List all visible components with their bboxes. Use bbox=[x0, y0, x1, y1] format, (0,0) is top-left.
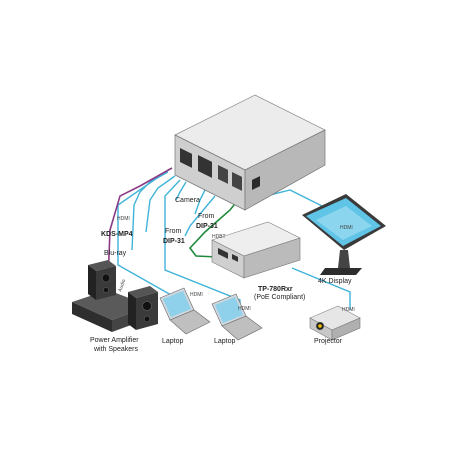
cable-label-hdmi-laptop-2: HDMI bbox=[238, 306, 251, 312]
label-poe-compliant: (PoE Compliant) bbox=[254, 294, 305, 301]
port-block-4 bbox=[232, 172, 242, 191]
laptop-1 bbox=[159, 287, 211, 335]
label-from-2: From bbox=[165, 228, 182, 235]
label-tp-780rxr: TP-780Rxr bbox=[258, 286, 293, 293]
label-projector: Projector bbox=[314, 338, 343, 345]
label-dip-31-2: DIP-31 bbox=[163, 238, 185, 245]
label-blu-ray: Blu-ray bbox=[104, 250, 127, 257]
laptop-2 bbox=[211, 293, 263, 341]
hdbt-cable-group bbox=[188, 199, 241, 259]
port-block-2 bbox=[198, 155, 212, 178]
label-power-amplifier: Power Amplifier bbox=[90, 337, 139, 344]
display-4k bbox=[302, 194, 386, 275]
label-camera: Camera bbox=[175, 197, 200, 204]
label-with-speakers: with Speakers bbox=[93, 346, 138, 353]
label-dip-31-1: DIP-31 bbox=[196, 223, 218, 230]
main-switcher bbox=[174, 94, 326, 211]
label-laptop-2: Laptop bbox=[214, 338, 236, 345]
port-block-3 bbox=[218, 165, 228, 184]
port-block-5 bbox=[252, 176, 260, 190]
label-from-1: From bbox=[198, 213, 215, 220]
port-block-1 bbox=[180, 147, 192, 168]
power-amplifier-speakers bbox=[72, 260, 158, 332]
cable-label-hdbt: HDBT bbox=[212, 234, 226, 240]
tp-780rxr-receiver bbox=[211, 221, 301, 279]
hdmi-cable-dip-2 bbox=[184, 195, 216, 237]
cable-label-hdmi-display: HDMI bbox=[340, 225, 353, 231]
cable-label-hdmi-kds: HDMI bbox=[117, 216, 130, 222]
label-kds-mp4: KDS-MP4 bbox=[101, 231, 133, 238]
hdmi-cable-blu-ray bbox=[145, 175, 176, 233]
cable-label-hdmi-projector: HDMI bbox=[342, 307, 355, 313]
cable-label-audio: Audio bbox=[117, 278, 127, 292]
hdbt-cable bbox=[188, 199, 241, 259]
hdmi-cable-camera bbox=[175, 181, 187, 201]
projector bbox=[309, 305, 361, 341]
cable-label-hdmi-laptop-1: HDMI bbox=[190, 292, 203, 298]
label-laptop-1: Laptop bbox=[162, 338, 184, 345]
label-4k-display: 4K Display bbox=[318, 278, 352, 285]
hdmi-cable-projector bbox=[291, 267, 351, 310]
hdmi-cable-dip-1 bbox=[194, 189, 206, 215]
